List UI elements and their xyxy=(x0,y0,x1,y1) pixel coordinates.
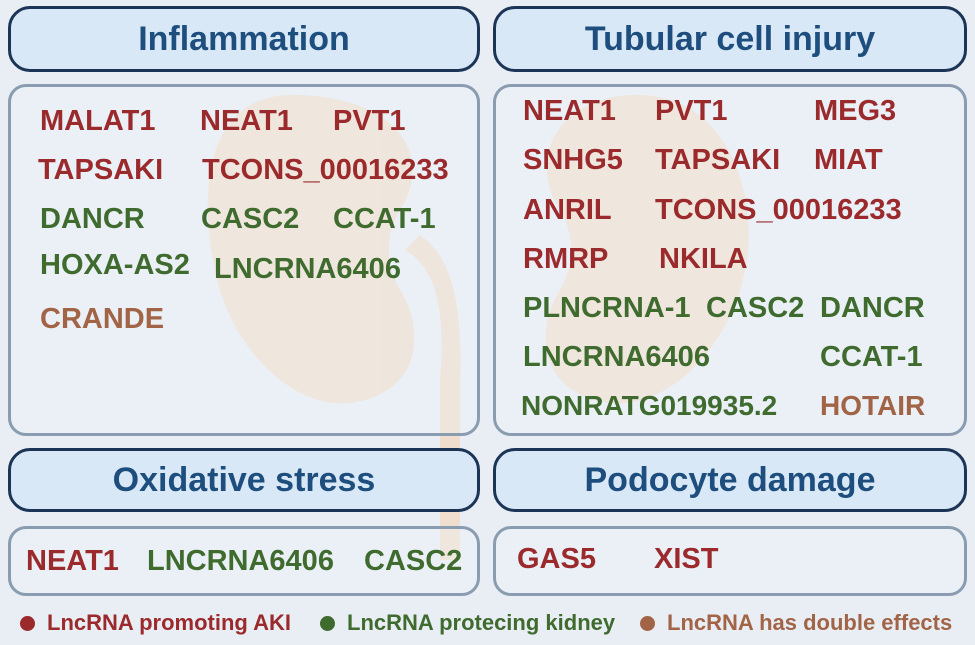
lncrna-term: NEAT1 xyxy=(523,95,616,127)
tubular-header: Tubular cell injury xyxy=(493,6,967,72)
lncrna-term: SNHG5 xyxy=(523,144,623,176)
lncrna-term: TAPSAKI xyxy=(655,144,781,176)
tubular-title: Tubular cell injury xyxy=(584,19,876,58)
lncrna-term: TCONS_00016233 xyxy=(202,154,449,186)
lncrna-term: CASC2 xyxy=(364,545,463,577)
legend-item-promoting: LncRNA promoting AKI xyxy=(20,610,291,636)
podocyte-header: Podocyte damage xyxy=(493,448,967,512)
lncrna-term: CASC2 xyxy=(706,292,805,324)
inflammation-box xyxy=(8,84,480,436)
lncrna-term: PLNCRNA-1 xyxy=(523,292,691,324)
lncrna-term: LNCRNA6406 xyxy=(147,545,334,577)
tubular-box xyxy=(493,84,967,436)
legend-dot-icon xyxy=(320,615,335,631)
lncrna-term: CASC2 xyxy=(201,203,300,235)
lncrna-term: MIAT xyxy=(814,144,883,176)
inflammation-header: Inflammation xyxy=(8,6,480,72)
lncrna-term: CRANDE xyxy=(40,303,165,335)
lncrna-term: DANCR xyxy=(40,203,145,235)
oxidative-box xyxy=(8,526,480,596)
legend-label: LncRNA protecing kidney xyxy=(347,610,616,635)
lncrna-term: GAS5 xyxy=(517,543,596,575)
podocyte-box xyxy=(493,526,967,596)
legend-dot-icon xyxy=(20,615,35,631)
lncrna-term: NEAT1 xyxy=(200,105,293,137)
lncrna-term: ANRIL xyxy=(523,194,612,226)
podocyte-title: Podocyte damage xyxy=(584,460,876,499)
inflammation-title: Inflammation xyxy=(138,19,350,58)
lncrna-term: CCAT-1 xyxy=(333,203,436,235)
lncrna-term: NKILA xyxy=(659,243,748,275)
lncrna-term: HOXA-AS2 xyxy=(40,249,190,281)
lncrna-term: DANCR xyxy=(820,292,925,324)
lncrna-term: LNCRNA6406 xyxy=(214,253,401,285)
legend-label: LncRNA promoting AKI xyxy=(47,610,292,635)
lncrna-term: NONRATG019935.2 xyxy=(521,390,778,421)
lncrna-term: CCAT-1 xyxy=(820,341,923,373)
lncrna-term: NEAT1 xyxy=(26,545,119,577)
legend-label: LncRNA has double effects xyxy=(667,610,953,635)
legend-dot-icon xyxy=(640,615,655,631)
legend-item-double: LncRNA has double effects xyxy=(640,610,952,636)
lncrna-term: PVT1 xyxy=(333,105,406,137)
lncrna-term: TCONS_00016233 xyxy=(655,194,902,226)
oxidative-header: Oxidative stress xyxy=(8,448,480,512)
lncrna-term: TAPSAKI xyxy=(38,154,164,186)
oxidative-title: Oxidative stress xyxy=(112,460,376,499)
lncrna-term: MEG3 xyxy=(814,95,897,127)
legend-item-protecting: LncRNA protecing kidney xyxy=(320,610,615,636)
lncrna-term: RMRP xyxy=(523,243,609,275)
lncrna-term: PVT1 xyxy=(655,95,728,127)
lncrna-term: HOTAIR xyxy=(820,390,926,421)
lncrna-term: MALAT1 xyxy=(40,105,156,137)
lncrna-term: XIST xyxy=(654,543,719,575)
lncrna-term: LNCRNA6406 xyxy=(523,341,710,373)
